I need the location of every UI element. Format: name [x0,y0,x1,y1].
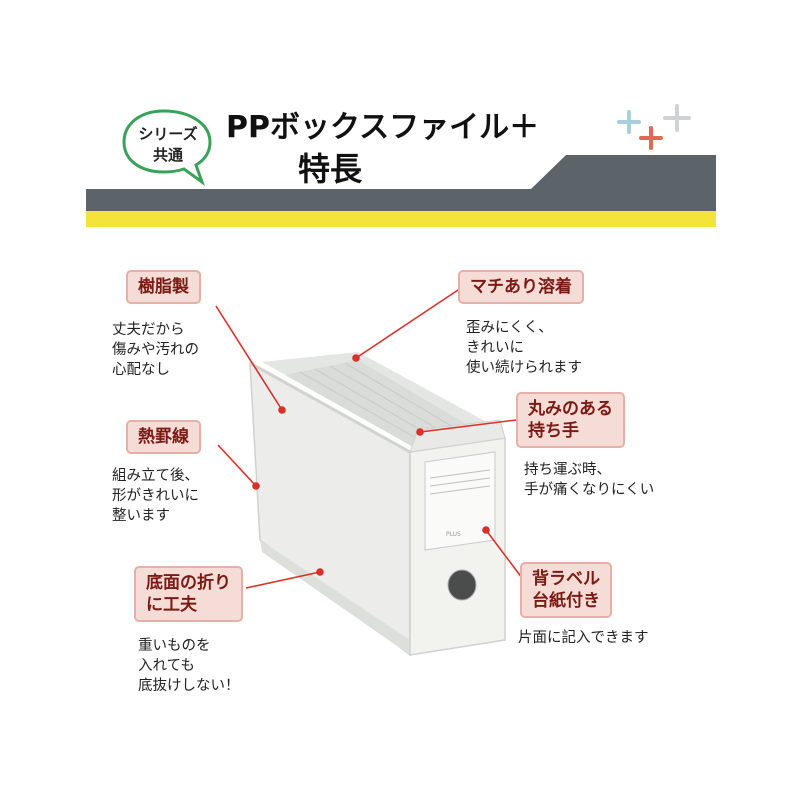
feature-tag-line: 丸みのある [528,399,613,419]
feature-tag-line: 背ラベル [532,569,600,589]
badge-line-1: シリーズ [138,125,198,143]
plus-decoration-icon [617,104,691,150]
feature-tag-resin: 樹脂製 [126,270,201,304]
desc-line: きれいに [466,340,524,356]
desc-line: 持ち運ぶ時、 [524,462,611,478]
desc-line: 組み立て後、 [112,468,199,484]
desc-line: 心配なし [112,362,170,378]
feature-tag-line: 樹脂製 [138,277,189,297]
feature-desc-heat-crease: 組み立て後、 形がきれいに 整います [112,466,199,526]
feature-tag-line: に工夫 [146,595,197,615]
desc-line: 片面に記入できます [518,630,649,646]
speech-bubble-icon [122,109,212,186]
series-common-badge: シリーズ 共通 [120,108,216,186]
feature-desc-rounded-handle: 持ち運ぶ時、 手が痛くなりにくい [524,460,654,500]
feature-tag-spine-label: 背ラベル 台紙付き [520,562,612,618]
desc-line: 手が痛くなりにくい [524,482,655,498]
page-subtitle: 特長 [298,150,363,188]
feature-tag-line: 台紙付き [532,591,600,611]
desc-line: 整います [112,508,170,524]
desc-line: 入れても [138,658,195,674]
desc-line: 丈夫だから [112,322,185,338]
desc-line: 傷みや汚れの [112,342,199,358]
feature-desc-bottom-fold: 重いものを 入れても 底抜けしない！ [138,636,240,696]
badge-line-2: 共通 [152,146,183,164]
desc-line: 重いものを [138,638,211,654]
box-brand-label: PLUS [446,531,461,538]
feature-tag-bottom-fold: 底面の折り に工夫 [134,566,243,622]
desc-line: 使い続けられます [466,360,582,376]
desc-line: 歪みにくく、 [466,320,553,336]
page-title: PPボックスファイル＋ [226,110,540,145]
feature-tag-line: 底面の折り [146,573,231,593]
header-band [86,155,716,227]
feature-tag-line: 熱罫線 [138,427,189,447]
feature-desc-resin: 丈夫だから 傷みや汚れの 心配なし [112,320,199,380]
feature-tag-heat-crease: 熱罫線 [126,420,201,454]
badge-text: シリーズ 共通 [120,124,216,166]
feature-tag-gusset-weld: マチあり溶着 [458,270,584,304]
feature-tag-line: 持ち手 [528,421,579,441]
feature-tag-line: マチあり溶着 [470,277,572,297]
desc-line: 形がきれいに [112,488,199,504]
feature-desc-spine-label: 片面に記入できます [518,628,649,648]
feature-tag-rounded-handle: 丸みのある 持ち手 [516,392,625,448]
feature-desc-gusset-weld: 歪みにくく、 きれいに 使い続けられます [466,318,582,378]
desc-line: 底抜けしない！ [138,678,240,694]
